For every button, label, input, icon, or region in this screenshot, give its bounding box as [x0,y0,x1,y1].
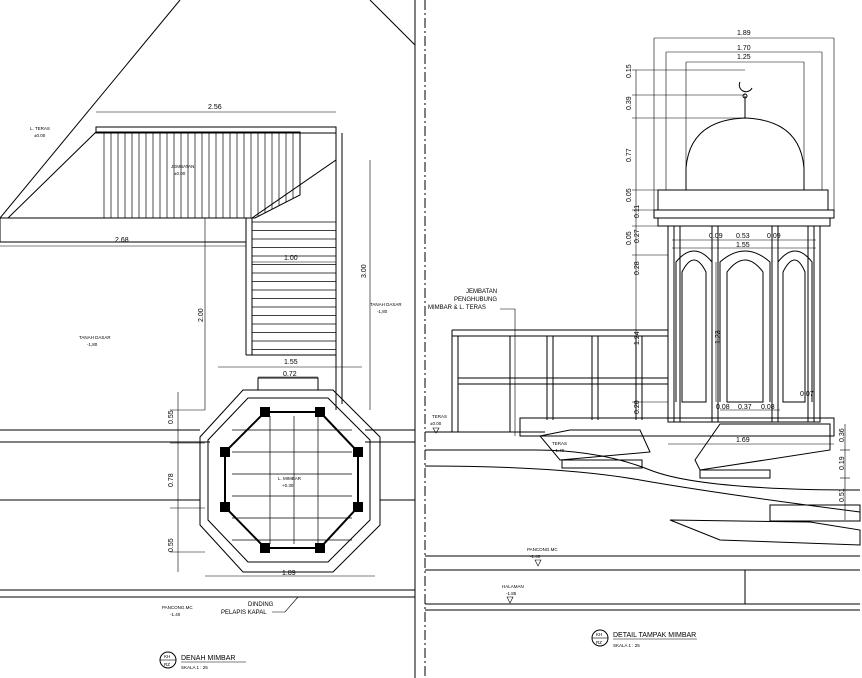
dim-top-width: 2.56 [208,104,222,111]
elev-title-scale: SKALA 1 : 25 [613,643,640,648]
dim-v-077: 0.77 [626,148,633,162]
elev-title-code-top: KH [596,632,602,637]
dim-v-027: 0.27 [634,229,641,243]
elev-title-name: DETAIL TAMPAK MIMBAR [613,632,696,639]
label-dinding: DINDING [248,602,274,608]
dim-mid-155: 1.55 [736,242,750,249]
dim-oct-top-inner: 0.72 [283,371,297,378]
dome [653,81,835,227]
label-teras-level: ±0.00 [34,133,46,138]
plan-dimensions [0,111,375,577]
dim-base-051: 0.51 [839,488,846,502]
dim-right-height: 3.00 [361,264,368,278]
bridge-railing [451,329,668,432]
label-pancong: PANCONG.MC [527,547,558,552]
dim-oct-top-outer: 1.55 [284,359,298,366]
dim-mid-width: 2.68 [115,237,129,244]
dim-base-036: 0.36 [839,428,846,442]
mimbar-post [353,447,363,457]
label-jembatan-3: MIMBAR & L. TERAS [428,305,486,311]
dim-v-011: 0.11 [634,205,641,218]
terrace-hatch [6,127,301,219]
plan-title-name: DENAH MIMBAR [181,655,235,662]
label-mimbar: L. MIMBAR [278,476,302,481]
mimbar-body [667,225,821,423]
dim-v-015: 0.15 [626,64,633,78]
elevation-dimensions [632,37,850,520]
label-pelapis: PELAPIS KAPAL [221,610,267,616]
dim-v-028: 0.28 [634,261,641,275]
dim-right-007: 0.07 [800,391,814,398]
label-teras2: TERAS [552,441,567,446]
dim-bot-008a: 0.08 [716,404,730,411]
label-tanah-dasar-right: TANAH DASAR [370,302,402,307]
dim-base-169: 1.69 [736,437,750,444]
dim-v-039: 0.39 [626,96,633,110]
dim-base-019: 0.19 [839,456,846,470]
mimbar-post [315,407,325,417]
label-jembatan: JEMBATAN [171,164,194,169]
mimbar-post [260,543,270,553]
plan-title-code-bottom: RZ [164,662,170,667]
dim-left-055-bottom: 0.55 [168,538,175,552]
dim-inner-123: 1.23 [715,330,722,344]
label-tanah-dasar-left-level: -1,80 [87,342,98,347]
mimbar-post [353,502,363,512]
elev-title-code-bottom: RZ [596,640,602,645]
elevation-title-block: KH RZ DETAIL TAMPAK MIMBAR SKALA 1 : 25 [591,629,697,648]
dim-top-170: 1.70 [737,45,751,52]
label-tanah-dasar-left: TANAH DASAR [79,335,111,340]
label-pancong-level: -1.40 [170,612,181,617]
plan-title-code-top: KH [164,654,170,659]
label-halaman: HALAMAN [502,584,524,589]
label-halaman-level: -1.85 [506,591,517,596]
dim-bottom-width: 1.89 [282,570,296,577]
plan-view: 2.56 2.68 1.00 3.00 2.00 1.55 0.72 0.55 … [0,0,426,678]
label-teras-level: ±0.00 [430,421,442,426]
dim-bot-008b: 0.08 [761,404,775,411]
label-teras: L. TERAS [30,126,50,131]
dim-v-124: 1.24 [634,331,641,345]
mimbar-octagon [199,389,381,573]
mimbar-base [424,417,861,611]
label-pancong: PANCONG.MC [162,605,193,610]
label-jembatan-2: PENGHUBUNG [454,297,497,303]
plan-title-scale: SKALA 1 : 25 [181,665,208,670]
dim-left-078: 0.78 [168,473,175,487]
label-mimbar-level: +0.30 [282,483,294,488]
dim-v-020: 0.20 [634,400,641,414]
dim-mid-009b: 0.09 [767,233,781,240]
dim-v-005b: 0.05 [626,231,633,245]
dim-stair-width: 1.00 [284,255,298,262]
label-pancong-level: -1.40 [530,554,541,559]
dim-left-height: 2.00 [198,308,205,322]
dim-top-189: 1.89 [737,30,751,37]
label-teras: TERAS [432,414,447,419]
elevation-view: 1.89 1.70 1.25 0.15 0.39 0.77 0.05 0.11 … [424,30,861,648]
label-jembatan-1: JEMBATAN [466,289,497,295]
label-teras2-level: -1.40 [554,448,565,453]
label-jembatan-level: ±0.00 [174,171,186,176]
mimbar-post [260,407,270,417]
dim-left-055-top: 0.55 [168,410,175,424]
crescent-icon [738,81,753,93]
dim-top-125: 1.25 [737,54,751,61]
dim-mid-009a: 0.09 [709,233,723,240]
mimbar-post [315,543,325,553]
dim-v-005: 0.05 [626,188,633,202]
mimbar-post [220,447,230,457]
plan-title-block: KH RZ DENAH MIMBAR SKALA 1 : 25 [159,651,246,670]
dim-mid-053: 0.53 [736,233,750,240]
label-tanah-dasar-right-level: -1,80 [377,309,388,314]
dim-bot-037: 0.37 [738,404,752,411]
mimbar-post [220,502,230,512]
